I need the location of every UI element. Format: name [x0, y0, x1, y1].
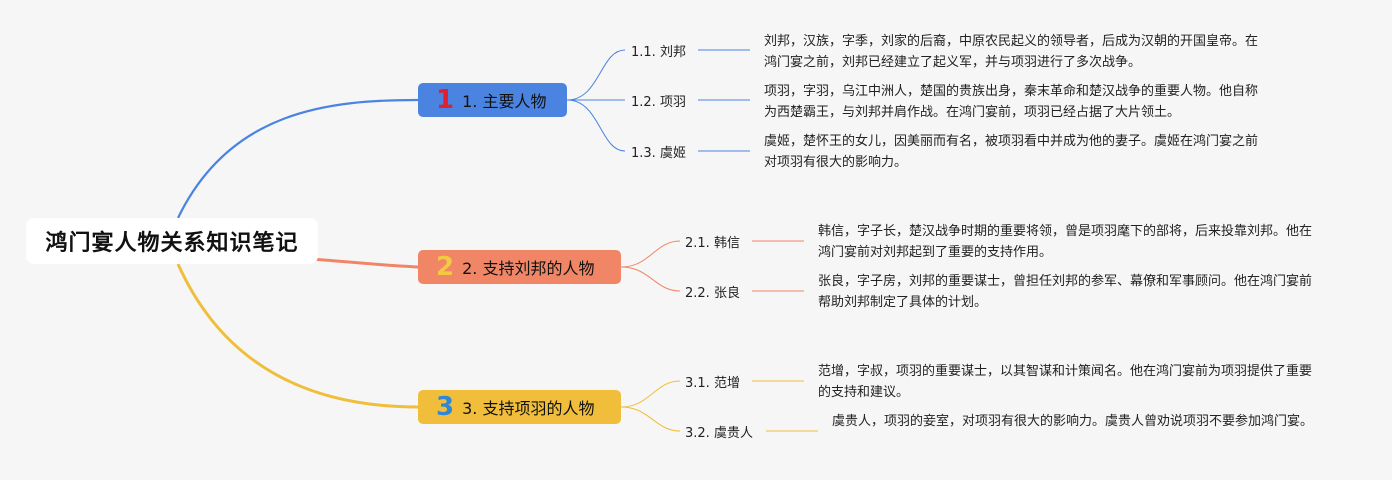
subtopic-yuji[interactable]: 1.3. 虞姬 — [631, 146, 686, 161]
subtopic-yuguiren[interactable]: 3.2. 虞贵人 — [685, 426, 753, 441]
note-fanzeng: 范增，字叔，项羽的重要谋士，以其智谋和计策闻名。他在鸿门宴前为项羽提供了重要的支… — [818, 364, 1313, 400]
subtopic-hanxin[interactable]: 2.1. 韩信 — [685, 236, 740, 251]
branch-label: 1. 主要人物 — [462, 92, 547, 111]
branch-topic-1[interactable]: 1 1. 主要人物 — [418, 83, 567, 117]
note-hanxin: 韩信，字子长，楚汉战争时期的重要将领，曾是项羽麾下的部将，后来投靠刘邦。他在鸿门… — [818, 224, 1313, 260]
note-liubang: 刘邦，汉族，字季，刘家的后裔，中原农民起义的领导者，后成为汉朝的开国皇帝。在鸿门… — [764, 34, 1259, 70]
root-title: 鸿门宴人物关系知识笔记 — [45, 231, 299, 256]
subtopic-fanzeng[interactable]: 3.1. 范增 — [685, 376, 740, 391]
branch-label: 3. 支持项羽的人物 — [462, 399, 595, 418]
link-b1-c3 — [566, 99, 626, 152]
link-b1-c1 — [566, 49, 626, 101]
branch-topic-2[interactable]: 2 2. 支持刘邦的人物 — [418, 250, 621, 284]
note-yuguiren: 虞贵人，项羽的妾室，对项羽有很大的影响力。虞贵人曾劝说项羽不要参加鸿门宴。 — [832, 414, 1314, 429]
link-root-branch-2 — [299, 256, 419, 269]
link-root-branch-3 — [176, 263, 419, 409]
number-2-icon: 2 — [436, 252, 455, 282]
branch-topic-3[interactable]: 3 3. 支持项羽的人物 — [418, 390, 621, 424]
note-yuji: 虞姬，楚怀王的女儿，因美丽而有名，被项羽看中并成为他的妻子。虞姬在鸿门宴之前对项… — [764, 134, 1259, 170]
note-xiangyu: 项羽，字羽，乌江中洲人，楚国的贵族出身，秦末革命和楚汉战争的重要人物。他自称为西… — [764, 84, 1259, 120]
link-root-branch-1 — [177, 98, 419, 219]
subtopic-xiangyu[interactable]: 1.2. 项羽 — [631, 95, 686, 110]
subtopic-liubang[interactable]: 1.1. 刘邦 — [631, 45, 686, 60]
note-zhangliang: 张良，字子房，刘邦的重要谋士，曾担任刘邦的参军、幕僚和军事顾问。他在鸿门宴前帮助… — [818, 274, 1313, 310]
number-3-icon: 3 — [436, 392, 455, 422]
number-1-icon: 1 — [436, 85, 455, 115]
root-topic[interactable]: 鸿门宴人物关系知识笔记 — [26, 218, 318, 264]
subtopic-zhangliang[interactable]: 2.2. 张良 — [685, 286, 740, 301]
link-b2-c2 — [620, 266, 681, 292]
link-b3-c2 — [620, 406, 681, 432]
branch-label: 2. 支持刘邦的人物 — [462, 259, 595, 278]
link-b3-c1 — [620, 380, 681, 408]
link-b2-c1 — [620, 240, 681, 268]
